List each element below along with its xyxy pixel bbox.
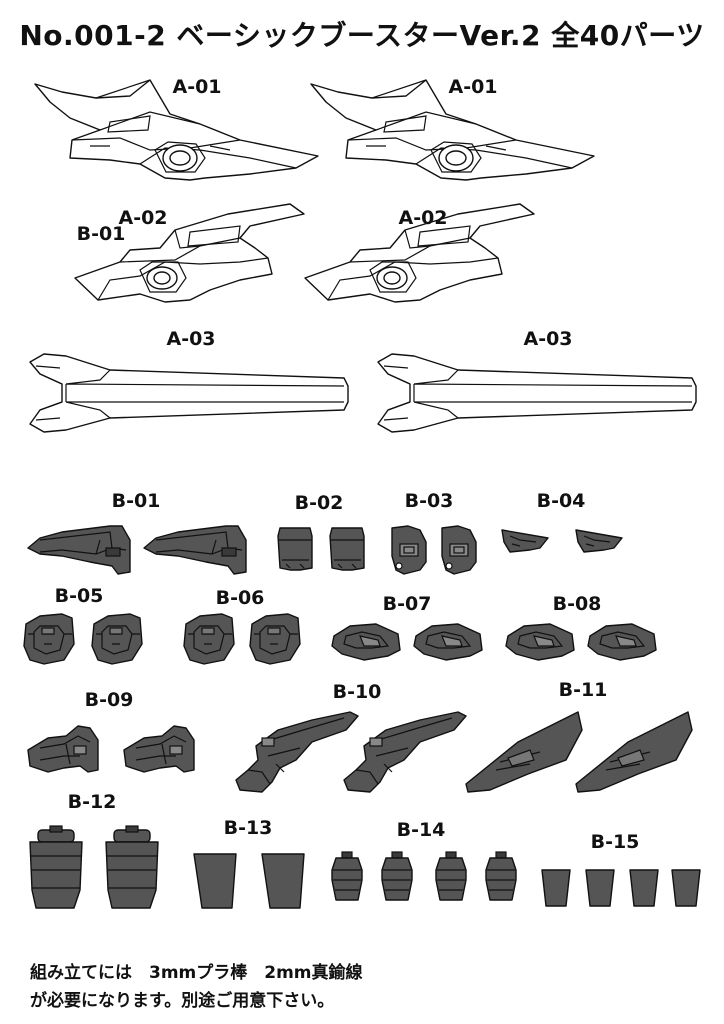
part-b08-1 — [505, 623, 575, 661]
part-b03-2 — [441, 525, 477, 575]
label-b04: B-04 — [536, 490, 586, 512]
part-b10-1 — [235, 711, 359, 793]
label-b12: B-12 — [67, 791, 117, 813]
part-b02-2 — [329, 527, 365, 571]
label-b05: B-05 — [54, 585, 104, 607]
label-b01-overlay: B-01 — [76, 223, 126, 245]
part-b12-2 — [105, 825, 159, 909]
part-b10-2 — [343, 711, 467, 793]
part-a03-right — [377, 353, 697, 433]
label-b13: B-13 — [223, 817, 273, 839]
label-b10: B-10 — [332, 681, 382, 703]
part-a02-left — [74, 203, 305, 303]
part-b03-1 — [391, 525, 427, 575]
part-b15-1 — [541, 869, 571, 907]
part-b05-2 — [91, 613, 143, 665]
label-b08: B-08 — [552, 593, 602, 615]
label-b06: B-06 — [215, 587, 265, 609]
label-a01-right: A-01 — [448, 76, 498, 98]
label-b02: B-02 — [294, 492, 344, 514]
note-line-1: 組み立てには 3mmプラ棒 2mm真鍮線 — [30, 963, 363, 983]
label-b11: B-11 — [558, 679, 608, 701]
label-b03: B-03 — [404, 490, 454, 512]
part-b04-2 — [575, 529, 623, 553]
part-b13-1 — [193, 853, 237, 909]
label-a03-left: A-03 — [166, 328, 216, 350]
label-a03-right: A-03 — [523, 328, 573, 350]
part-a03-left — [29, 353, 349, 433]
part-b13-2 — [261, 853, 305, 909]
label-b14: B-14 — [396, 819, 446, 841]
part-b14-1 — [331, 851, 363, 901]
label-a01-left: A-01 — [172, 76, 222, 98]
part-b11-2 — [575, 711, 693, 793]
part-b09-1 — [27, 725, 99, 773]
part-b14-3 — [435, 851, 467, 901]
label-b01: B-01 — [111, 490, 161, 512]
label-a02-right: A-02 — [398, 207, 448, 229]
label-a02-left: A-02 — [118, 207, 168, 229]
part-b06-2 — [249, 613, 301, 665]
part-b15-4 — [671, 869, 701, 907]
part-b04-1 — [501, 529, 549, 553]
part-b02-1 — [277, 527, 313, 571]
part-b15-3 — [629, 869, 659, 907]
part-b01-1 — [27, 525, 131, 575]
part-b05-1 — [23, 613, 75, 665]
part-b09-2 — [123, 725, 195, 773]
label-b15: B-15 — [590, 831, 640, 853]
part-b14-4 — [485, 851, 517, 901]
part-b08-2 — [587, 623, 657, 661]
part-b07-2 — [413, 623, 483, 661]
part-b12-1 — [29, 825, 83, 909]
part-b07-1 — [331, 623, 401, 661]
part-b11-1 — [465, 711, 583, 793]
part-b06-1 — [183, 613, 235, 665]
note-line-2: が必要になります。別途ご用意下さい。 — [30, 991, 335, 1011]
label-b09: B-09 — [84, 689, 134, 711]
part-b14-2 — [381, 851, 413, 901]
part-b01-2 — [143, 525, 247, 575]
sheet-title: No.001-2 ベーシックブースターVer.2 全40パーツ — [19, 19, 705, 52]
label-b07: B-07 — [382, 593, 432, 615]
part-b15-2 — [585, 869, 615, 907]
